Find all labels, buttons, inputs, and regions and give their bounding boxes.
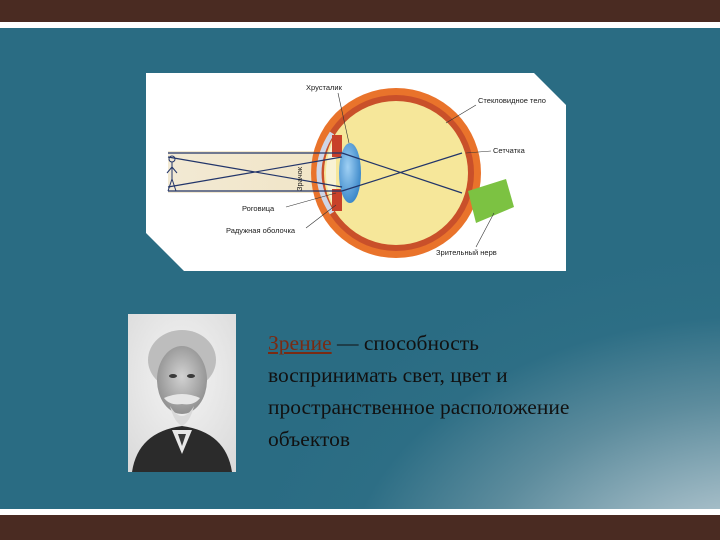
person-figure [166, 155, 178, 192]
light-rays [167, 152, 463, 194]
top-bar [0, 0, 720, 22]
portrait-photo [128, 314, 236, 472]
label-lens: Хрусталик [306, 83, 343, 92]
label-retina: Сетчатка [493, 146, 526, 155]
label-iris: Радужная оболочка [226, 226, 296, 235]
label-optic-nerve: Зрительный нерв [436, 248, 497, 257]
optic-nerve [468, 179, 514, 223]
lens-shape [339, 143, 361, 203]
label-cornea: Роговица [242, 204, 275, 213]
cornea [316, 131, 335, 215]
light-beam [168, 151, 326, 193]
term-link[interactable]: Зрение [268, 331, 332, 355]
eye-diagram: Хрусталик Стекловидное тело Сетчатка Зра… [146, 73, 566, 271]
definition-text: Зрение — способность воспринимать свет, … [268, 327, 578, 455]
eyeball-vitreous [324, 101, 468, 245]
iris-bottom [332, 189, 342, 211]
label-vitreous: Стекловидное тело [478, 96, 546, 105]
iris-top [332, 135, 342, 157]
definition-rest: — способность воспринимать свет, цвет и … [268, 331, 570, 451]
label-pupil: Зрачок [295, 166, 304, 191]
bottom-bar [0, 515, 720, 540]
